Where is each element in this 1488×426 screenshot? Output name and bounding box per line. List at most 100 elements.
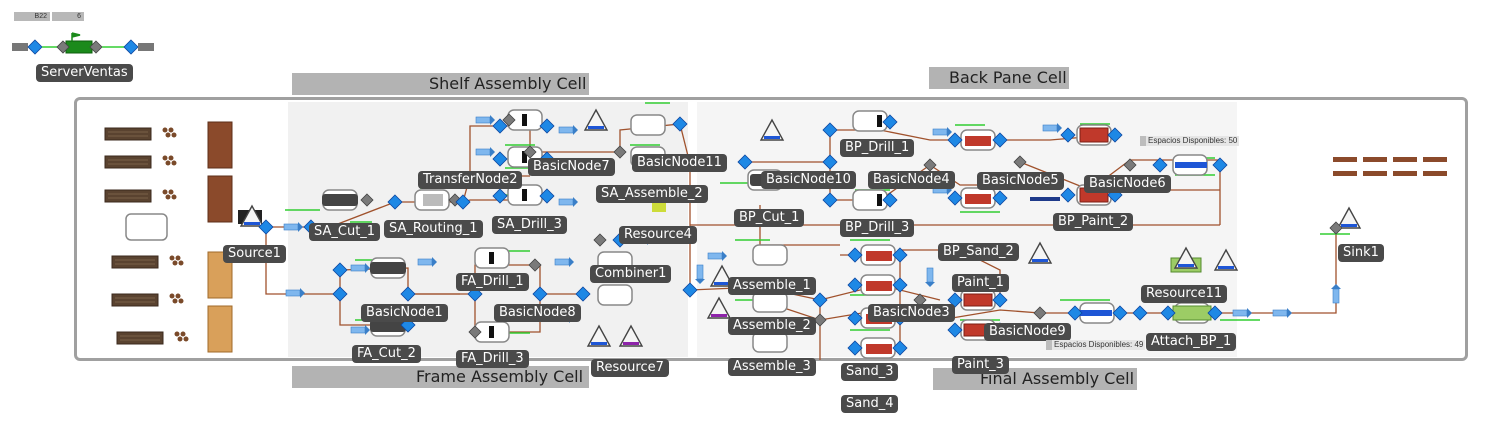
raw-material-area bbox=[104, 121, 233, 353]
back-pane-cell-title: Back Pane Cell bbox=[929, 67, 1069, 89]
resource4-label: Resource4 bbox=[619, 226, 697, 244]
assemble-2-server[interactable] bbox=[752, 291, 788, 313]
assemble-2-label: Assemble_2 bbox=[728, 317, 816, 335]
final-assembly-cell-title: Final Assembly Cell bbox=[933, 368, 1137, 390]
server-output-node-icon[interactable] bbox=[123, 39, 139, 55]
wood-log-icon bbox=[111, 255, 159, 269]
sa-cut-1-label: SA_Cut_1 bbox=[309, 223, 381, 241]
finished-goods-stack bbox=[1333, 157, 1447, 176]
spaces-available-top: Espacios Disponibles: 50 bbox=[1140, 136, 1240, 146]
resource7-label: Resource7 bbox=[591, 359, 669, 377]
router-icon bbox=[423, 194, 443, 206]
product-icon bbox=[1393, 157, 1417, 162]
combiner1-label: Combiner1 bbox=[590, 265, 672, 283]
dowels-icon bbox=[174, 331, 189, 342]
small-tag-1: B22 bbox=[14, 12, 50, 21]
sa-routing-1-label: SA_Routing_1 bbox=[384, 220, 483, 238]
attach-station-icon bbox=[1172, 305, 1212, 321]
small-tag-2: 6 bbox=[52, 12, 84, 21]
spaces-available-bottom: Espacios Disponibles: 49 bbox=[1046, 340, 1146, 350]
bp-sand-2-label: BP_Sand_2 bbox=[938, 243, 1019, 261]
drill-icon bbox=[522, 189, 527, 201]
empty-slot-icon bbox=[125, 213, 168, 241]
basic-node4-label: BasicNode4 bbox=[868, 171, 955, 189]
shelf-assembly-cell-text: Shelf Assembly Cell bbox=[429, 74, 587, 93]
attach-bp-1-label: Attach_BP_1 bbox=[1146, 333, 1237, 351]
wood-panel-icon bbox=[207, 121, 233, 169]
paint-3-label: Paint_3 bbox=[952, 356, 1009, 374]
assemble-3-label: Assemble_3 bbox=[728, 358, 816, 376]
paint-booth-icon bbox=[1079, 127, 1109, 143]
wood-panel-icon bbox=[207, 175, 233, 223]
sand-3-label: Sand_3 bbox=[841, 363, 899, 381]
saw-icon bbox=[322, 194, 358, 206]
dowels-icon bbox=[169, 293, 184, 304]
combiner-b-server[interactable] bbox=[597, 284, 633, 306]
assemble-1-server[interactable] bbox=[752, 244, 788, 266]
frame-assembly-cell-text: Frame Assembly Cell bbox=[416, 367, 584, 386]
product-icon bbox=[1393, 171, 1417, 176]
sa-assemble-1-server[interactable] bbox=[630, 114, 666, 136]
saw-icon bbox=[370, 320, 406, 332]
sink1-label: Sink1 bbox=[1338, 244, 1384, 262]
basic-node10-label: BasicNode10 bbox=[761, 171, 856, 189]
product-icon bbox=[1333, 157, 1357, 162]
light-wood-panel-icon bbox=[207, 305, 233, 353]
product-icon bbox=[1423, 157, 1447, 162]
drill-icon bbox=[489, 252, 494, 264]
final-assembly-cell-text: Final Assembly Cell bbox=[980, 369, 1135, 388]
light-wood-panel-icon bbox=[207, 251, 233, 299]
basic-node11-label: BasicNode11 bbox=[632, 154, 727, 172]
transfer-node2-label: TransferNode2 bbox=[418, 171, 523, 189]
assemble-1-label: Assemble_1 bbox=[728, 277, 816, 295]
sa-drill-3-label: SA_Drill_3 bbox=[492, 216, 567, 234]
back-pane-cell-text: Back Pane Cell bbox=[949, 68, 1067, 87]
fa-cut-2-label: FA_Cut_2 bbox=[352, 345, 421, 363]
bp-paint-2-label: BP_Paint_2 bbox=[1053, 213, 1134, 231]
product-icon bbox=[1423, 171, 1447, 176]
sander-icon bbox=[965, 136, 991, 146]
fa-drill-3-label: FA_Drill_3 bbox=[456, 350, 529, 368]
product-icon bbox=[1333, 171, 1357, 176]
conveyor-icon bbox=[1080, 310, 1112, 316]
sink-icon bbox=[1337, 207, 1361, 229]
fa-drill-1-label: FA_Drill_1 bbox=[456, 273, 529, 291]
server-ventas-model[interactable] bbox=[12, 32, 154, 55]
frame-assembly-cell-title: Frame Assembly Cell bbox=[292, 366, 589, 388]
drill-icon bbox=[489, 326, 494, 338]
dowels-icon bbox=[162, 127, 177, 138]
dowels-icon bbox=[169, 255, 184, 266]
basic-node5-label: BasicNode5 bbox=[977, 172, 1064, 190]
resource11-label: Resource11 bbox=[1141, 285, 1228, 303]
dowels-icon bbox=[162, 189, 177, 200]
basic-node1-label: BasicNode1 bbox=[361, 304, 448, 322]
server-source-icon bbox=[12, 43, 28, 51]
assemble-3-server[interactable] bbox=[752, 331, 788, 353]
paint-booth-icon bbox=[963, 293, 993, 307]
dowels-icon bbox=[162, 155, 177, 166]
basic-node8-label: BasicNode8 bbox=[494, 304, 581, 322]
saw-icon bbox=[370, 262, 406, 274]
shelf-assembly-cell-title: Shelf Assembly Cell bbox=[292, 73, 589, 95]
server-ventas-icon bbox=[65, 40, 93, 54]
drill-icon bbox=[877, 194, 882, 206]
basic-node7-label: BasicNode7 bbox=[528, 158, 615, 176]
server-input-node-icon[interactable] bbox=[27, 39, 43, 55]
drill-icon bbox=[877, 115, 882, 127]
server-sink-icon bbox=[138, 43, 154, 51]
paint-1-label: Paint_1 bbox=[952, 274, 1009, 292]
wood-log-icon bbox=[116, 331, 164, 345]
sand-4-label: Sand_4 bbox=[841, 395, 899, 413]
arrow-right-icon bbox=[1272, 307, 1293, 319]
drill-icon bbox=[522, 114, 527, 126]
wood-log-icon bbox=[104, 155, 152, 169]
bp-drill-3-label: BP_Drill_3 bbox=[840, 219, 915, 237]
wood-log-icon bbox=[104, 189, 152, 203]
source1-label: Source1 bbox=[223, 245, 286, 263]
sander-icon bbox=[866, 344, 892, 354]
product-icon bbox=[1363, 171, 1387, 176]
sa-assemble-2-label: SA_Assemble_2 bbox=[596, 185, 708, 203]
sander-icon bbox=[866, 281, 892, 291]
server-ventas-label: ServerVentas bbox=[36, 64, 133, 82]
sander-icon bbox=[866, 251, 892, 261]
